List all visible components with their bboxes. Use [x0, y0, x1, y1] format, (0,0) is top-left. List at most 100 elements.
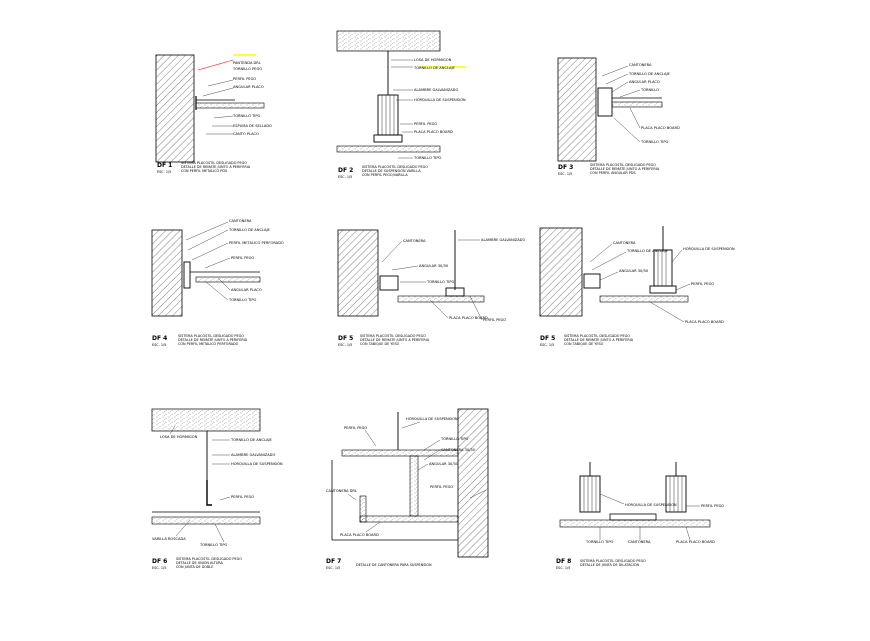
lower-board	[359, 515, 459, 523]
df5-label: PLACA PLACO BOARD	[449, 316, 488, 320]
df9-label: TORNILLO TIPO	[585, 540, 614, 544]
df8-label: CANTONERA DRL	[326, 489, 357, 493]
df1-label: PERFIL PEGO	[233, 77, 256, 81]
detail-df3: CANTONERA TORNILLO DE ANCLAJE ANGULAR PL…	[557, 57, 680, 176]
suspension-bracket	[377, 94, 399, 136]
wall-hatch	[457, 408, 489, 558]
df3-scale: ESC. 1/5	[558, 172, 572, 176]
df8-label: PERFIL PEGO	[344, 426, 367, 430]
ceiling-board	[599, 295, 689, 303]
detail-df9: HORQUILLA DE SUSPENSION PERFIL PEGO TORN…	[556, 462, 724, 570]
df7-label: LOSA DE HORMIGON	[160, 435, 198, 439]
df4-note: CON PERFIL METALICO PERFORADO	[178, 342, 239, 346]
wall-hatch	[151, 229, 183, 317]
df6-caption: DF 5	[540, 335, 555, 342]
df8-label: ANGULAR 30/30	[429, 462, 459, 466]
suspension-bracket	[579, 475, 601, 513]
step-board	[409, 455, 419, 517]
df6-label: TORNILLO DE ANCLAJE	[626, 249, 669, 253]
bracket-lines	[583, 476, 597, 512]
main-profile	[373, 134, 403, 143]
df9-scale: ESC. 1/5	[556, 566, 570, 570]
df2-note: DETALLE DE SUSPENSION VARILLA	[362, 169, 421, 173]
df1-label: ANGULAR PLACO	[233, 85, 264, 89]
df7-note: SISTEMA PLACOSTIL DESLIGADO PEGO	[176, 557, 242, 561]
suspension-bracket	[665, 475, 687, 513]
df4-label: ANGULAR PLACO	[231, 288, 262, 292]
df1-scale: ESC. 1/5	[157, 170, 171, 174]
df2-leaders	[391, 59, 413, 159]
df6-note: CON TABIQUE DE YESO	[564, 342, 604, 346]
df2-caption: DF 2	[338, 167, 353, 174]
df6-label: PERFIL PEGO	[691, 282, 714, 286]
df8-caption: DF 7	[326, 558, 341, 565]
df7-note: DETALLE DE UNION ALTURA	[176, 561, 224, 565]
df2-label: TORNILLO DE ANCLAJE	[413, 66, 456, 70]
df3-label: ANGULAR PLACO	[629, 80, 660, 84]
df9-label: PERFIL PEGO	[701, 504, 724, 508]
df3-label: PLACA PLACO BOARD	[641, 126, 680, 130]
df5-note: DETALLE DE REMATE JUNTO A PERIFERIA	[360, 338, 430, 342]
df2-label: LOSA DE HORMIGON	[414, 58, 452, 62]
df7-label: TORNILLO TIPO	[199, 543, 228, 547]
df7-label: HORQUILLA DE SUSPENSION	[231, 462, 283, 466]
bracket-lines	[657, 250, 667, 286]
df3-label: TORNILLO DE ANCLAJE	[628, 72, 671, 76]
detail-df6: CANTONERA TORNILLO DE ANCLAJE HORQUILLA …	[539, 226, 735, 347]
df9-caption: DF 8	[556, 558, 571, 565]
df1-label: PANTENDA DRL	[233, 61, 261, 65]
joint-profile	[609, 513, 657, 521]
df4-note: SISTEMA PLACOSTIL DESLIGADO PEGO	[178, 334, 244, 338]
df8-scale: ESC. 1/5	[326, 566, 340, 570]
df3-label: TORNILLO TIPO	[640, 140, 669, 144]
df4-label: PERFIL METALICO PERFORADO	[229, 241, 284, 245]
ceiling-board	[611, 101, 663, 108]
df9-label: PLACA PLACO BOARD	[676, 540, 715, 544]
df5-note: CON TABIQUE DE YESO	[360, 342, 400, 346]
df6-label: ANGULAR 30/30	[619, 269, 649, 273]
df9-note: DETALLE DE JUNTA DE DILATACION	[580, 563, 639, 567]
ceiling-board	[151, 516, 261, 525]
angle-block	[583, 273, 601, 289]
detail-df8: PERFIL PEGO HORQUILLA DE SUSPENSION TORN…	[326, 408, 489, 570]
df5-label: TORNILLO TIPO	[426, 280, 455, 284]
df4-leaders	[185, 221, 231, 301]
wall-hatch	[155, 54, 195, 163]
leader-red	[197, 59, 234, 71]
df6-note: DETALLE DE REMATE JUNTO A PERIFERIA	[564, 338, 634, 342]
main-profile	[445, 287, 465, 297]
slab	[336, 30, 441, 52]
wall-hatch	[539, 227, 583, 317]
hook	[206, 480, 212, 506]
ceiling-board	[559, 519, 711, 528]
df1-label: TORNILLO TIPO	[232, 114, 261, 118]
df4-scale: ESC. 1/5	[152, 343, 166, 347]
df7-label: TORNILLO DE ANCLAJE	[230, 438, 273, 442]
df9-leaders	[599, 493, 700, 541]
df5-label: CANTONERA	[403, 239, 426, 243]
ceiling-board	[336, 145, 441, 153]
bracket-lines	[669, 476, 683, 512]
df7-leaders	[169, 425, 231, 543]
df5-label: ALAMBRE GALVANIZADO	[481, 238, 525, 242]
df6-leaders	[589, 243, 691, 323]
df3-note: CON PERFIL ANGULAR PDS	[590, 171, 636, 175]
df1-caption: DF 1	[157, 162, 172, 169]
df7-label: ALAMBRE GALVANIZADO	[231, 453, 275, 457]
df2-label: ALAMBRE GALVANIZADO	[414, 88, 458, 92]
df6-label: HORQUILLA DE SUSPENSION	[683, 247, 735, 251]
df1-leaders	[202, 79, 234, 135]
suspension-bracket	[653, 249, 673, 287]
df4-label: TORNILLO TIPO	[228, 298, 257, 302]
df8-label: PERFIL PEGO	[430, 485, 453, 489]
df5-note: SISTEMA PLACOSTIL DESLIGADO PEGO	[360, 334, 426, 338]
detail-df1: PANTENDA DRL TORNILLO PEGO PERFIL PEGO A…	[155, 54, 272, 174]
df5-label: PERFIL PEGO	[483, 318, 506, 322]
df4-note: DETALLE DE REMATE JUNTO A PERIFERIA	[178, 338, 248, 342]
ceiling-board	[397, 295, 485, 303]
df2-scale: ESC. 1/5	[338, 175, 352, 179]
df8-note: DETALLE DE CANTONERA PARA SUSPENSION	[356, 563, 432, 567]
df3-leaders	[601, 65, 641, 143]
df4-label: CANTONERA	[229, 219, 252, 223]
